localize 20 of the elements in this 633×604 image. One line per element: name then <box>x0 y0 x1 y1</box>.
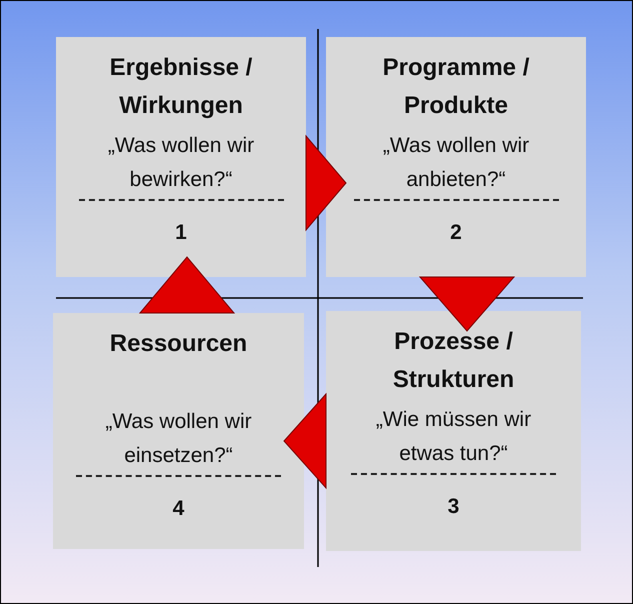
box-title: Ressourcen <box>108 329 248 359</box>
step-number: 3 <box>448 495 460 519</box>
question-text: „Was wollen wir anbieten?“ <box>382 133 530 193</box>
quadrant-box <box>56 37 306 277</box>
step-number: 2 <box>450 221 462 245</box>
question-text: „Was wollen wir einsetzen?“ <box>104 409 253 469</box>
quadrant-box <box>326 37 586 277</box>
triangle-arrow <box>418 276 516 332</box>
triangle-arrow <box>306 134 347 232</box>
box-title: Prozesse / Strukturen <box>392 327 516 395</box>
triangle-arrow <box>138 256 236 314</box>
question-text: „Wie müssen wir etwas tun?“ <box>374 407 532 467</box>
question-text: „Was wollen wir bewirken?“ <box>106 133 256 193</box>
step-number: 4 <box>172 497 184 521</box>
box-title: Programme / Produkte <box>382 53 530 121</box>
box-title: Ergebnisse / Wirkungen <box>108 53 254 121</box>
triangle-arrow <box>283 392 326 490</box>
quadrant-box <box>53 313 304 549</box>
quadrant-box <box>326 311 581 551</box>
step-number: 1 <box>175 221 187 245</box>
